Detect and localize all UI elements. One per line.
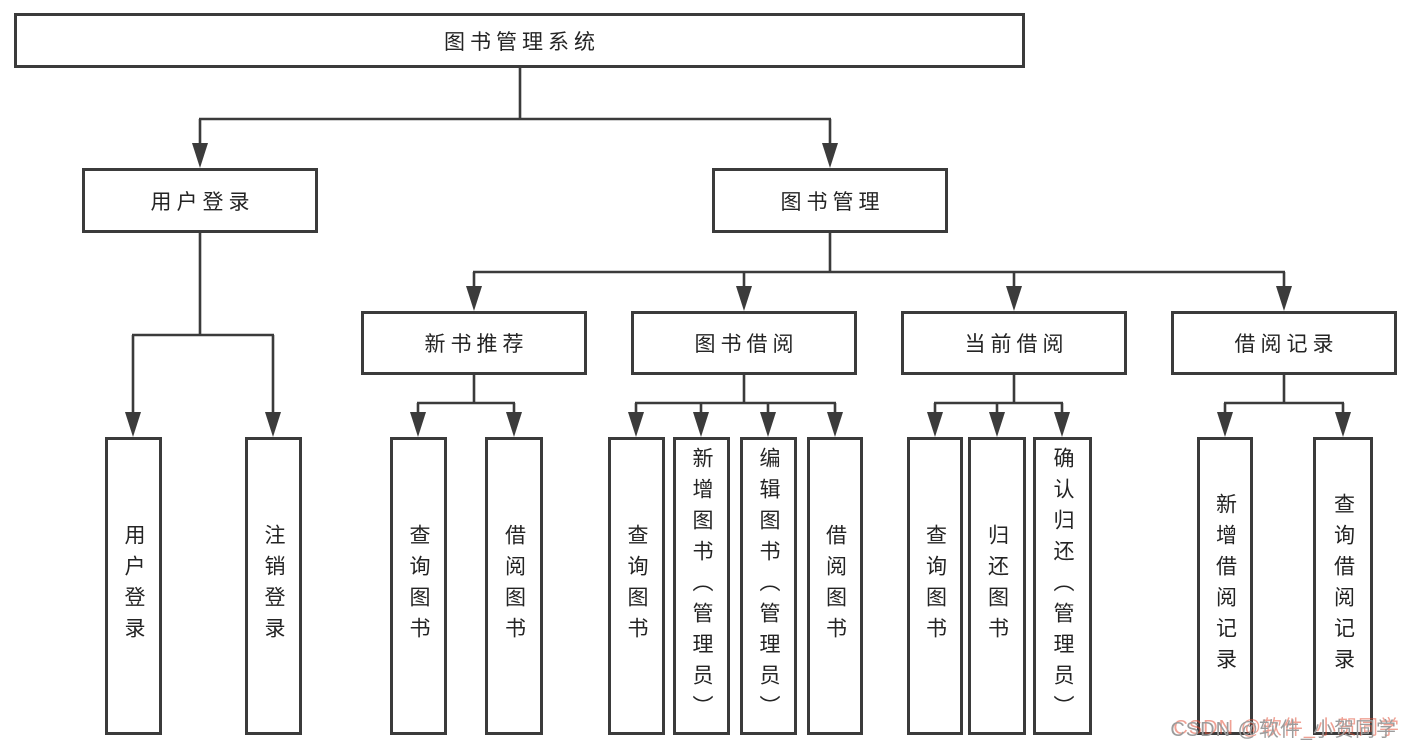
leaf-br-query-record: 查询借阅记录 <box>1313 437 1373 735</box>
node-current-borrow: 当前借阅 <box>901 311 1127 375</box>
leaf-br-query-record-label: 查询借阅记录 <box>1331 493 1355 679</box>
leaf-cb-confirm-return-label: 确认归还（管理员） <box>1051 446 1074 726</box>
leaf-bb-query-book-label: 查询图书 <box>625 524 648 648</box>
leaf-cb-return-book-label: 归还图书 <box>985 524 1009 648</box>
leaf-bb-borrow-book: 借阅图书 <box>807 437 863 735</box>
leaf-bb-edit-book-label: 编辑图书（管理员） <box>757 446 780 726</box>
leaf-rec-query-book: 查询图书 <box>390 437 447 735</box>
node-book-borrow: 图书借阅 <box>631 311 857 375</box>
leaf-rec-query-book-label: 查询图书 <box>407 524 430 648</box>
node-book-management: 图书管理 <box>712 168 948 233</box>
watermark: CSDN @软件_小贺同学 <box>1170 719 1397 741</box>
leaf-user-login-label: 用户登录 <box>122 524 145 648</box>
node-new-book-recommend: 新书推荐 <box>361 311 587 375</box>
leaf-logout-label: 注销登录 <box>262 524 285 648</box>
leaf-bb-add-book-label: 新增图书（管理员） <box>690 446 713 726</box>
node-borrow-records: 借阅记录 <box>1171 311 1397 375</box>
leaf-bb-add-book: 新增图书（管理员） <box>673 437 730 735</box>
leaf-cb-return-book: 归还图书 <box>968 437 1026 735</box>
leaf-cb-query-book-label: 查询图书 <box>923 524 947 648</box>
leaf-bb-query-book: 查询图书 <box>608 437 665 735</box>
leaf-br-add-record: 新增借阅记录 <box>1197 437 1253 735</box>
leaf-rec-borrow-book: 借阅图书 <box>485 437 543 735</box>
leaf-bb-edit-book: 编辑图书（管理员） <box>740 437 797 735</box>
leaf-bb-borrow-book-label: 借阅图书 <box>823 524 847 648</box>
node-user-login: 用户登录 <box>82 168 318 233</box>
leaf-br-add-record-label: 新增借阅记录 <box>1213 493 1237 679</box>
node-root: 图书管理系统 <box>14 13 1025 68</box>
leaf-cb-query-book: 查询图书 <box>907 437 963 735</box>
leaf-rec-borrow-book-label: 借阅图书 <box>502 524 526 648</box>
leaf-user-login: 用户登录 <box>105 437 162 735</box>
leaf-logout: 注销登录 <box>245 437 302 735</box>
leaf-cb-confirm-return: 确认归还（管理员） <box>1033 437 1092 735</box>
